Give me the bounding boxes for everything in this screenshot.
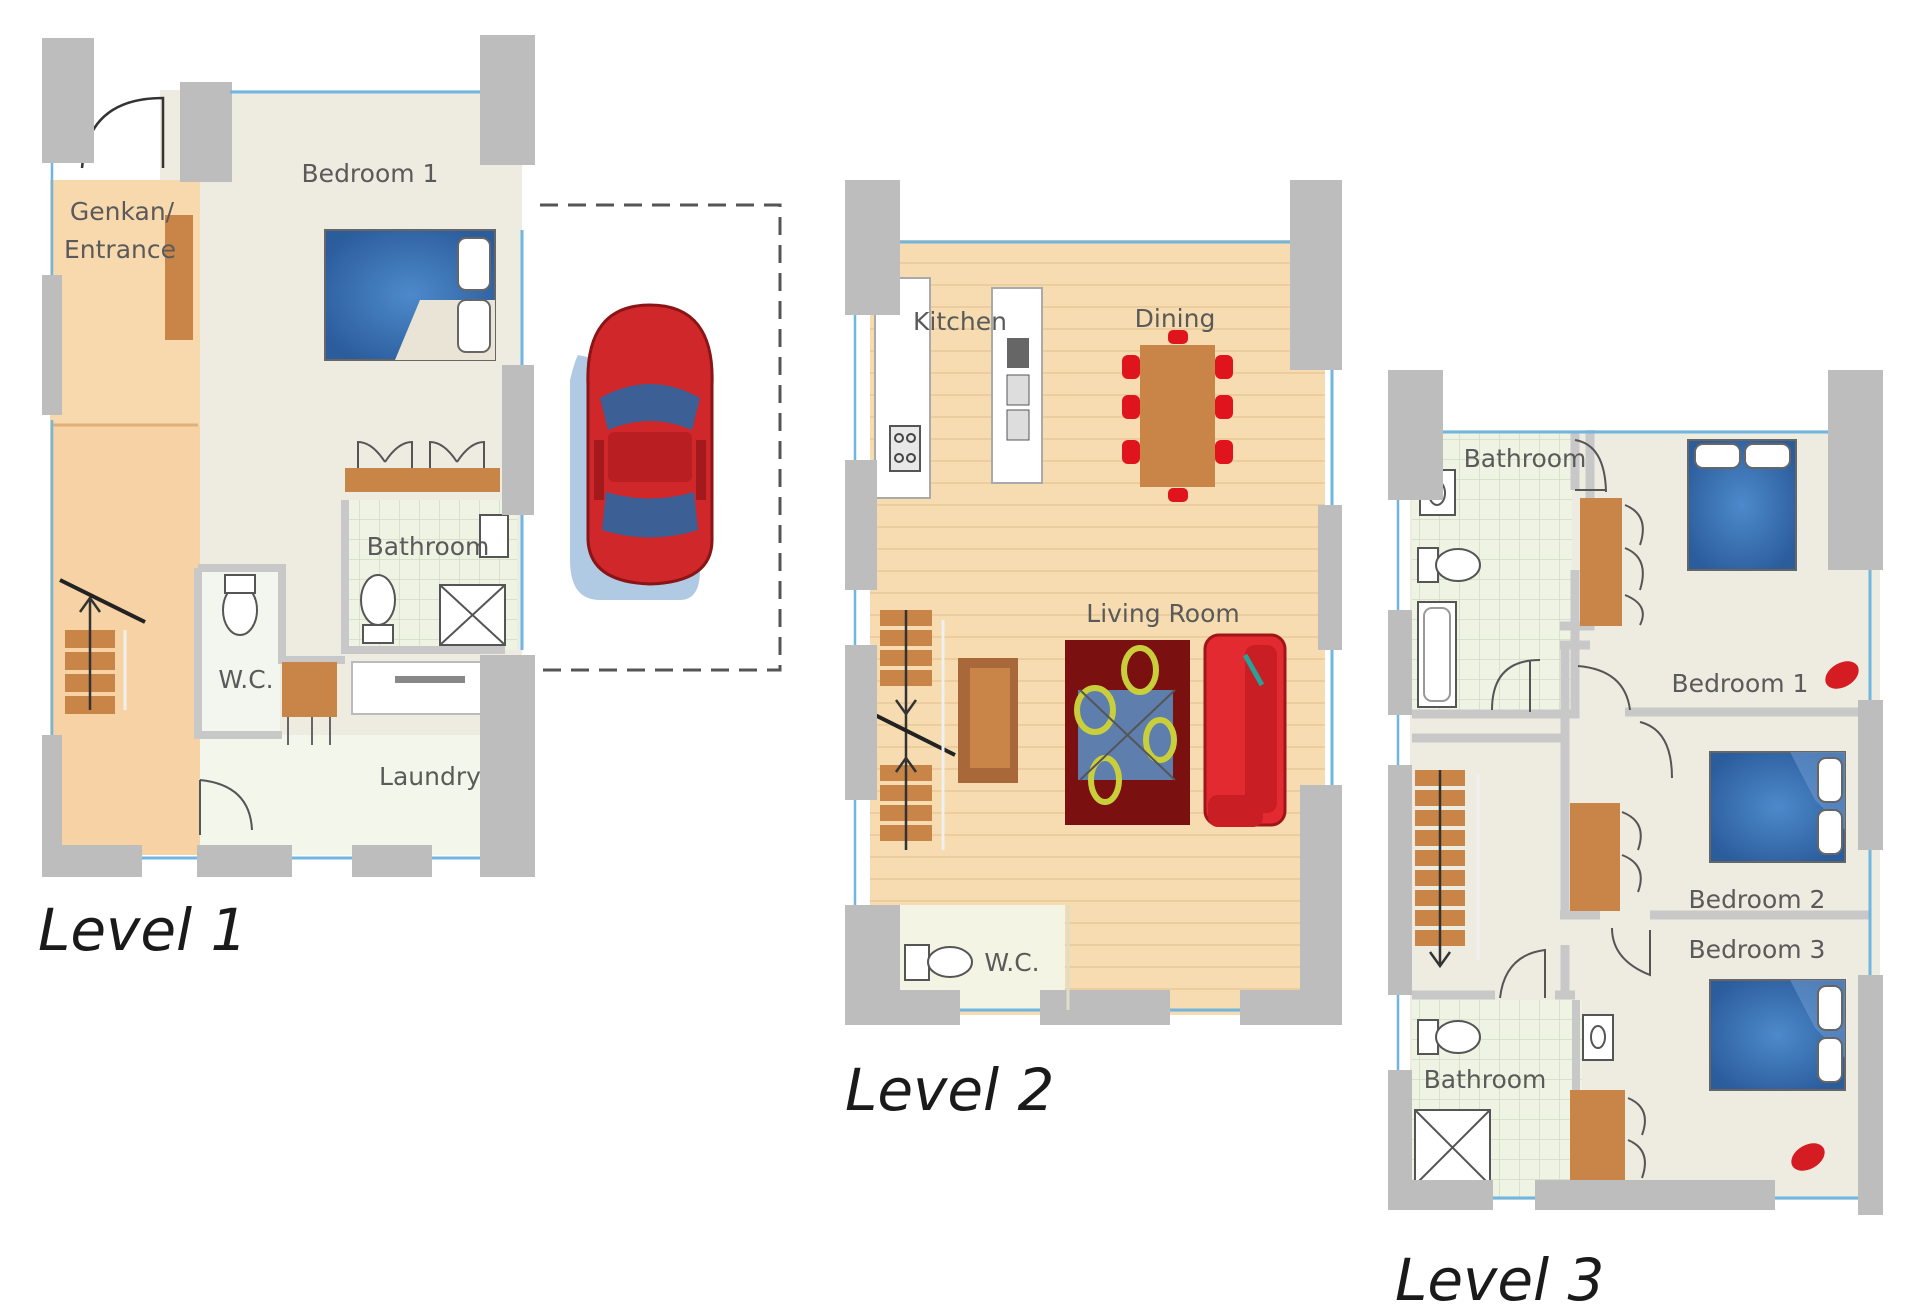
bed-level-3-1 — [1687, 439, 1797, 571]
bedroom-1-label-level-3: Bedroom 1 — [1672, 669, 1809, 698]
stair-level-1 — [59, 578, 146, 714]
level-2-plan: Kitchen Dining Living Room W.C. Level 2 — [845, 180, 1342, 1124]
bedroom-2-label: Bedroom 2 — [1689, 885, 1826, 914]
kitchen-label: Kitchen — [913, 307, 1007, 336]
laundry-label: Laundry — [379, 762, 481, 791]
level-1-plan: Bedroom 1 Genkan/ Entrance Bathroom W.C.… — [38, 35, 535, 964]
stair-level-3 — [1415, 770, 1480, 969]
entrance-label-line-1: Genkan/ — [70, 197, 175, 226]
wc-label-level-2: W.C. — [984, 948, 1039, 977]
living-room-label: Living Room — [1086, 599, 1239, 628]
level-1-title: Level 1 — [38, 896, 247, 964]
bathroom-label: Bathroom — [367, 532, 490, 561]
bathroom-bottom-label: Bathroom — [1424, 1065, 1547, 1094]
carport — [540, 203, 782, 672]
walls-level-1 — [42, 35, 535, 877]
sofa — [1203, 633, 1287, 827]
stair-level-2 — [874, 610, 956, 850]
entrance-label-line-2: Entrance — [64, 235, 176, 264]
level-3-plan: Bathroom Bedroom 1 Bedroom 2 Bedroom 3 B… — [1388, 370, 1883, 1314]
walls-level-3 — [1388, 370, 1883, 1215]
dining-label: Dining — [1135, 304, 1216, 333]
level-2-title: Level 2 — [845, 1056, 1054, 1124]
bed-level-1 — [324, 229, 496, 361]
bathroom-top-label: Bathroom — [1464, 444, 1587, 473]
level-3-title: Level 3 — [1395, 1246, 1604, 1314]
bed-level-3-2 — [1709, 751, 1846, 863]
walls-level-2 — [845, 180, 1342, 1025]
bedroom-3-label: Bedroom 3 — [1689, 935, 1826, 964]
wc-label: W.C. — [218, 665, 273, 694]
bedroom-1-label: Bedroom 1 — [302, 159, 439, 188]
bed-level-3-3 — [1709, 979, 1846, 1091]
dining-table — [1122, 330, 1233, 502]
living-rug — [1065, 640, 1190, 825]
kitchen-fixtures — [874, 277, 1043, 499]
wood-floor — [870, 240, 1325, 1015]
car-icon — [586, 303, 714, 586]
